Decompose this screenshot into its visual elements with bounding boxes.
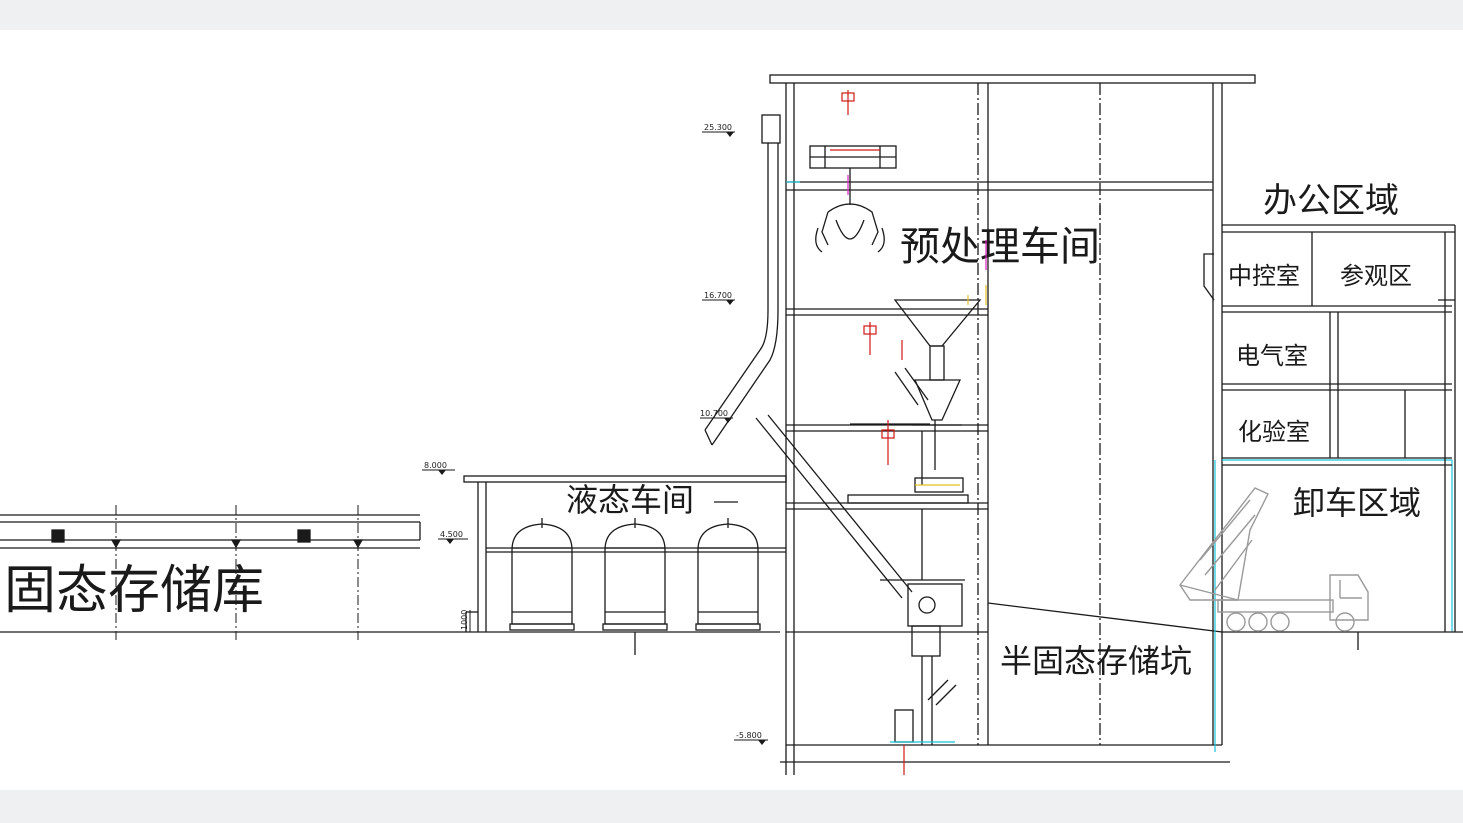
instrument-markers [786,90,1453,775]
grab-crane [809,145,897,253]
central-control-label: 中控室 [1228,262,1300,290]
semi-solid-pit-label: 半固态存储坑 [1000,642,1192,680]
elevation-8000-label: 8.000 [424,461,447,470]
elevation-marker-8000: 8.000 [422,461,455,475]
office-building-frame [1203,224,1463,650]
elevation-marker-16700: 16.700 [702,291,735,305]
elevation-marker-10700: 10.700 [700,409,733,423]
elevation-1000-label: 1000 [460,610,469,630]
elevation-marker-4500: 4.500 [438,530,468,544]
elevation-marker-1000: 1000 [460,610,471,632]
visiting-area-label: 参观区 [1340,262,1412,290]
elevation-16700-label: 16.700 [704,291,732,300]
top-border-band [0,0,1463,30]
solid-storage-structure [0,505,780,640]
dump-truck [1179,487,1369,632]
solid-storage-label: 固态存储库 [4,561,264,621]
elevation-marker-minus5800: -5.800 [734,731,768,745]
lab-room-label: 化验室 [1238,418,1310,446]
elevation-marker-25300: 25.300 [702,123,735,137]
elevation-minus5800-label: -5.800 [736,731,762,740]
elevation-10700-label: 10.700 [700,409,728,418]
liquid-tank-3 [695,518,761,631]
liquid-tank-2 [602,518,668,631]
bottom-border-band [0,790,1463,823]
unloading-area-label: 卸车区域 [1293,484,1421,522]
hopper-shredder-equipment [847,299,982,745]
pretreatment-workshop-label: 预处理车间 [900,224,1100,270]
elevation-25300-label: 25.300 [704,123,732,132]
liquid-tank-1 [509,518,575,631]
feed-chute-pipes [704,114,913,599]
liquid-workshop-label: 液态车间 [566,481,694,519]
office-area-label: 办公区域 [1263,181,1399,221]
electrical-room-label: 电气室 [1236,342,1308,370]
elevation-4500-label: 4.500 [440,530,463,539]
